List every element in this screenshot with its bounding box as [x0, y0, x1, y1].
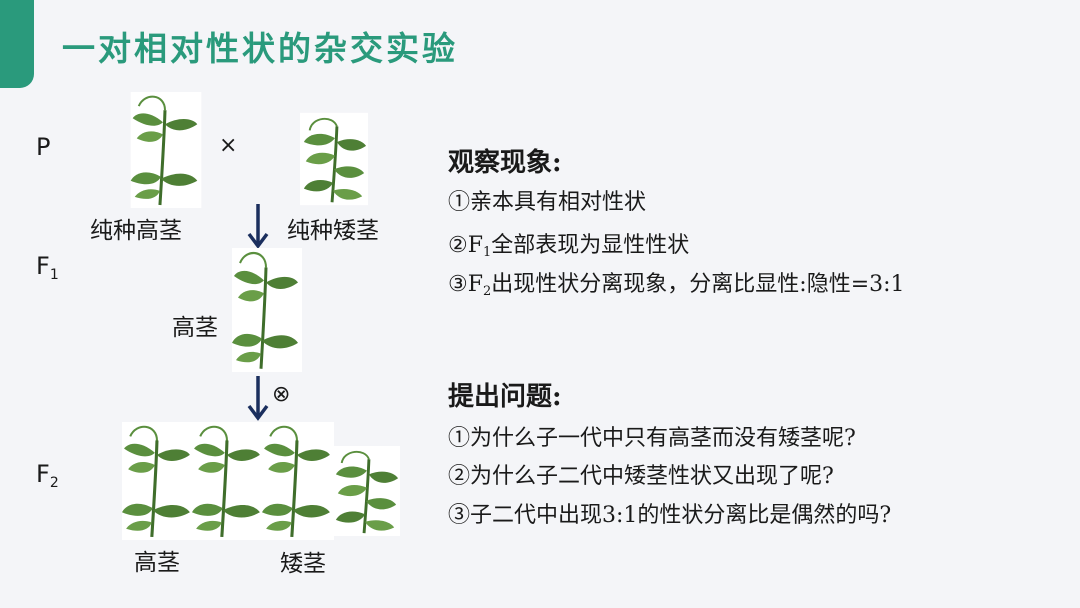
tall-pea-plant-icon [192, 422, 264, 540]
cross-symbol: × [219, 133, 237, 158]
tall-plant-svg [130, 92, 202, 208]
observation-item-text: 出现性状分离现象，分离比显性:隐性=3:1 [491, 272, 904, 297]
generation-f2-subscript: 2 [50, 475, 59, 491]
pure-short-label: 纯种矮茎 [287, 211, 379, 245]
tall-pea-plant-icon [122, 422, 194, 540]
tall-pea-plant-icon [232, 248, 302, 372]
questions-heading: 提出问题: [448, 376, 562, 413]
observation-item: ①亲本具有相对性状 [448, 184, 646, 216]
observation-item: ②F1全部表现为显性性状 [448, 227, 689, 260]
observation-item-prefix: ③F [448, 272, 483, 297]
tall-pea-plant-icon [262, 422, 334, 540]
question-item: ②为什么子二代中矮茎性状又出现了呢? [448, 458, 834, 490]
generation-f1-label: F1 [36, 252, 59, 283]
short-plant-svg [332, 446, 400, 536]
slide-title: 一对相对性状的杂交实验 [62, 22, 458, 70]
observation-item-text: 全部表现为显性性状 [491, 233, 689, 258]
pure-tall-label: 纯种高茎 [90, 211, 182, 245]
generation-f1-letter: F [36, 252, 50, 280]
observation-item-prefix: ②F [448, 233, 483, 258]
generation-p-label: P [36, 133, 50, 161]
f2-short-label: 矮茎 [280, 544, 326, 578]
self-pollination-symbol: ⊗ [272, 382, 290, 407]
question-item: ③子二代中出现3:1的性状分离比是偶然的吗? [448, 497, 891, 529]
tall-plant-svg [192, 422, 264, 540]
tall-plant-svg [122, 422, 194, 540]
accent-bar [0, 0, 34, 88]
tall-pea-plant-icon [130, 92, 202, 208]
arrow-down-icon [246, 202, 270, 250]
tall-plant-svg [262, 422, 334, 540]
generation-f2-label: F2 [36, 460, 59, 491]
tall-plant-svg [232, 248, 302, 372]
observation-item: ③F2出现性状分离现象，分离比显性:隐性=3:1 [448, 266, 905, 299]
f2-tall-label: 高茎 [134, 543, 180, 577]
short-pea-plant-icon [332, 446, 400, 536]
arrow-down-icon [246, 374, 270, 422]
observation-heading: 观察现象: [448, 142, 562, 179]
generation-f2-letter: F [36, 460, 50, 488]
generation-f1-subscript: 1 [50, 267, 59, 283]
short-pea-plant-icon [300, 112, 368, 206]
f1-tall-label: 高茎 [172, 308, 218, 342]
question-item: ①为什么子一代中只有高茎而没有矮茎呢? [448, 420, 856, 452]
short-plant-svg [300, 112, 368, 206]
